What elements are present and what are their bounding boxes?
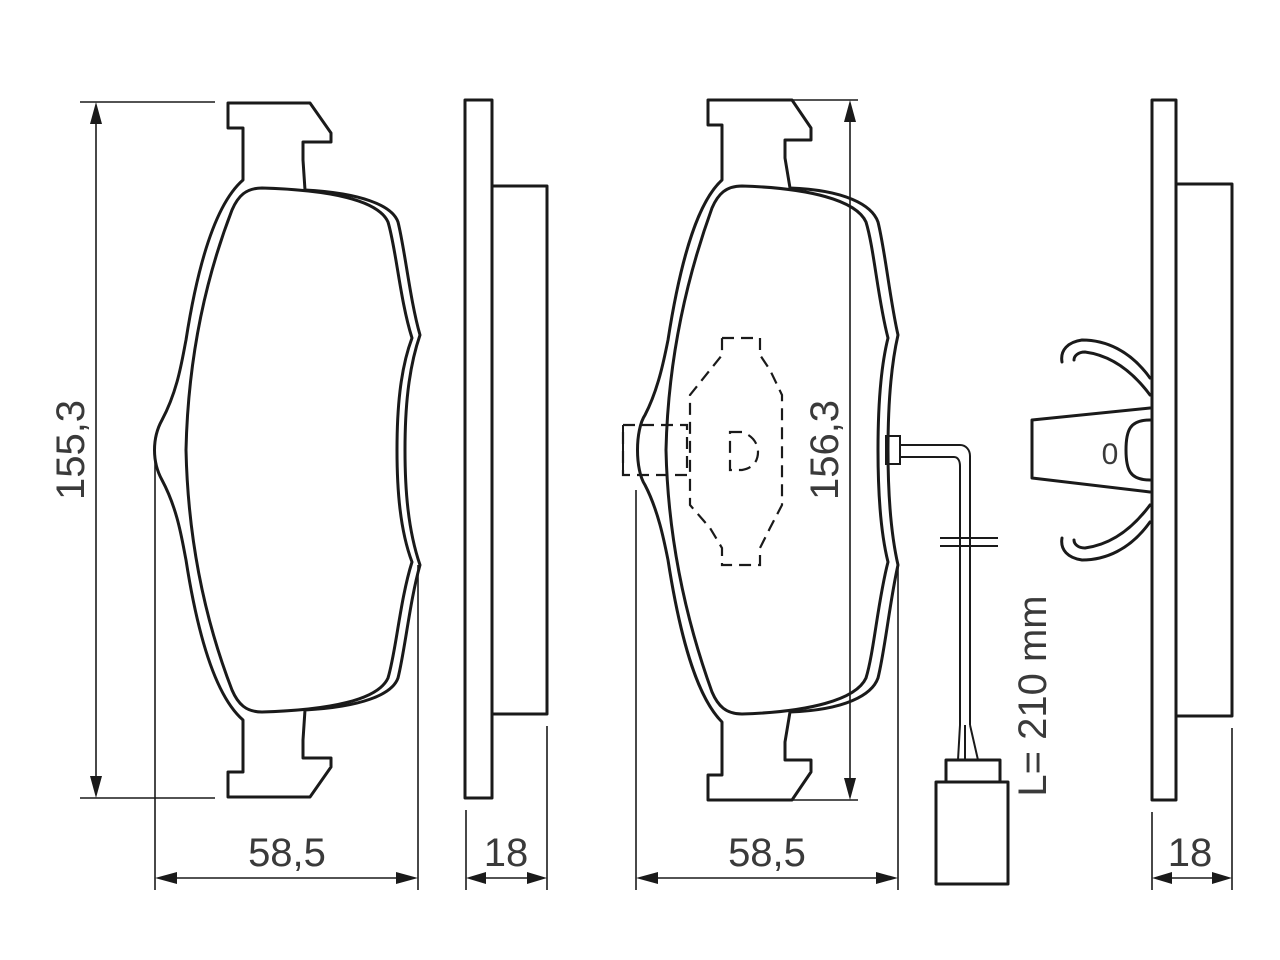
right-pad-friction-lining [664, 184, 890, 716]
right-pad-backing-plate [636, 98, 900, 802]
sensor-cable [900, 444, 971, 725]
sensor-plug [934, 780, 1010, 886]
right-pad-hidden-marking [728, 430, 760, 472]
left-pad-side-lining [490, 184, 549, 716]
sensor-cable-length-label: L= 210 mm [1011, 595, 1055, 796]
wear-sensor: L= 210 mm [900, 444, 1055, 886]
left-pad-side-view: 18 [463, 98, 549, 890]
right-pad-hidden-indicator [621, 423, 689, 477]
left-pad-side-plate [463, 98, 494, 800]
right-pad-side-plate [1150, 98, 1178, 802]
left-pad-width-label: 58,5 [248, 831, 326, 875]
right-pad-front-view: 156,3 58,5 [621, 98, 901, 890]
left-pad-front-view: 155,3 58,5 [49, 101, 422, 890]
clip-mark-label: 0 [1102, 438, 1119, 471]
left-pad-height-label: 155,3 [49, 400, 93, 500]
spring-clip [1030, 338, 1152, 562]
right-pad-hidden-shim [688, 336, 784, 567]
left-pad-friction-lining [184, 186, 414, 714]
sensor-connector [944, 758, 1002, 784]
right-pad-width-label: 58,5 [728, 831, 806, 875]
right-pad-height-label: 156,3 [803, 400, 847, 500]
right-pad-sensor-mount [885, 435, 901, 465]
right-pad-side-view: 0 18 [1030, 98, 1234, 890]
left-pad-backing-plate [153, 101, 422, 799]
left-pad-thickness-label: 18 [484, 831, 529, 875]
right-pad-side-lining [1174, 182, 1234, 718]
right-pad-thickness-label: 18 [1168, 831, 1213, 875]
